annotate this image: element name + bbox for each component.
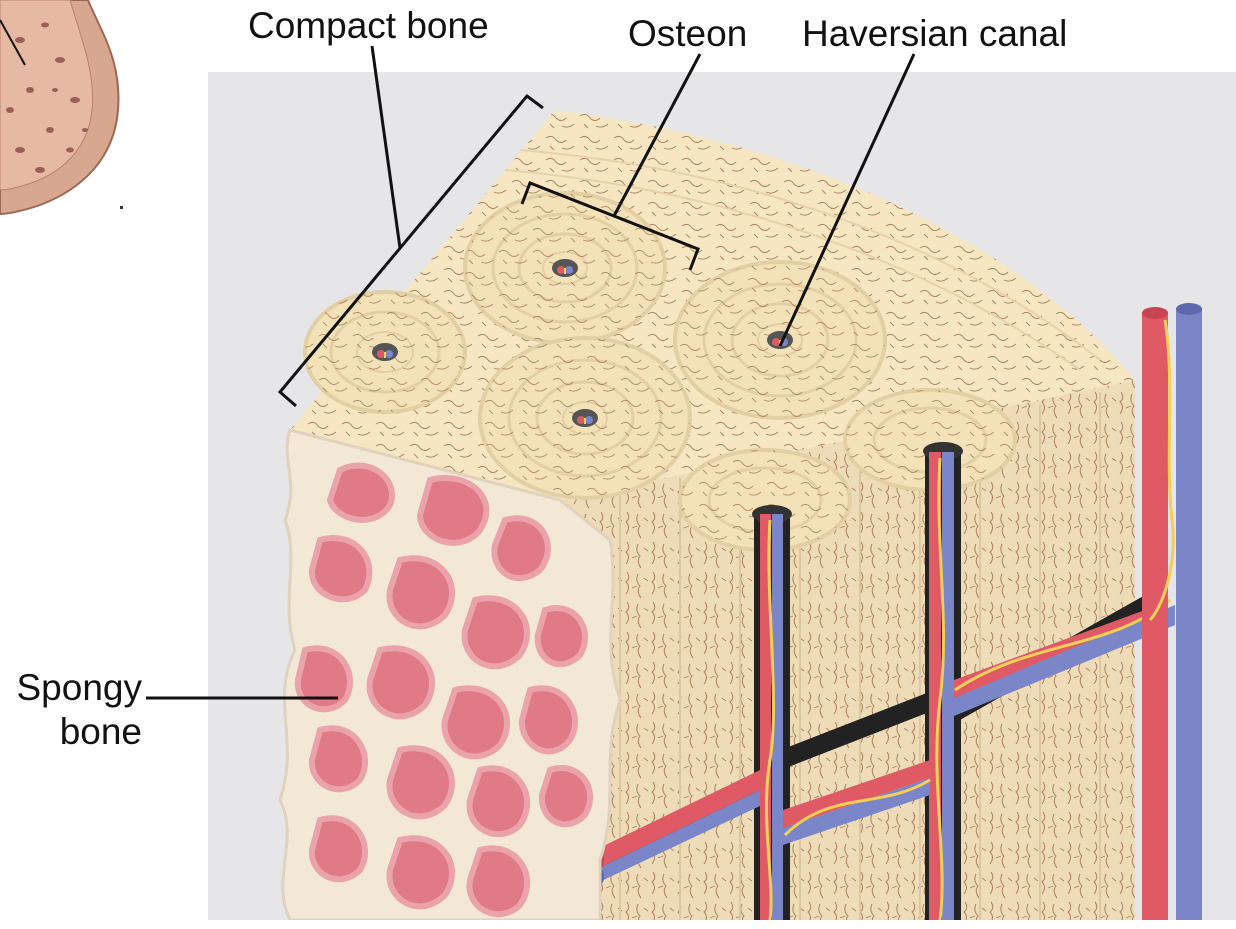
- spongy-bone-region: [278, 428, 622, 920]
- osteon: [478, 336, 692, 500]
- label-haversian-canal: Haversian canal: [802, 13, 1068, 54]
- label-compact-bone: Compact bone: [248, 5, 489, 46]
- compact-bone-leader: [370, 45, 402, 249]
- leader-lines: [146, 45, 916, 700]
- illustration-panel: [208, 72, 1236, 920]
- osteon-leader: [612, 53, 702, 217]
- bone-thumbnail: [0, 0, 123, 216]
- haversian-canal-leader: [778, 53, 916, 347]
- osteon: [303, 290, 467, 414]
- osteon-group: [303, 191, 1017, 552]
- label-osteon: Osteon: [628, 13, 748, 54]
- blood-vessels: [592, 303, 1202, 920]
- osteon: [463, 191, 667, 345]
- osteon: [673, 260, 887, 420]
- label-spongy-bone: Spongy bone: [0, 666, 143, 755]
- label-spongy-bone-line2: bone: [59, 711, 142, 753]
- compact-bone-bracket: [277, 93, 544, 408]
- label-spongy-bone-line1: Spongy: [16, 667, 143, 708]
- osteon: [843, 388, 1017, 492]
